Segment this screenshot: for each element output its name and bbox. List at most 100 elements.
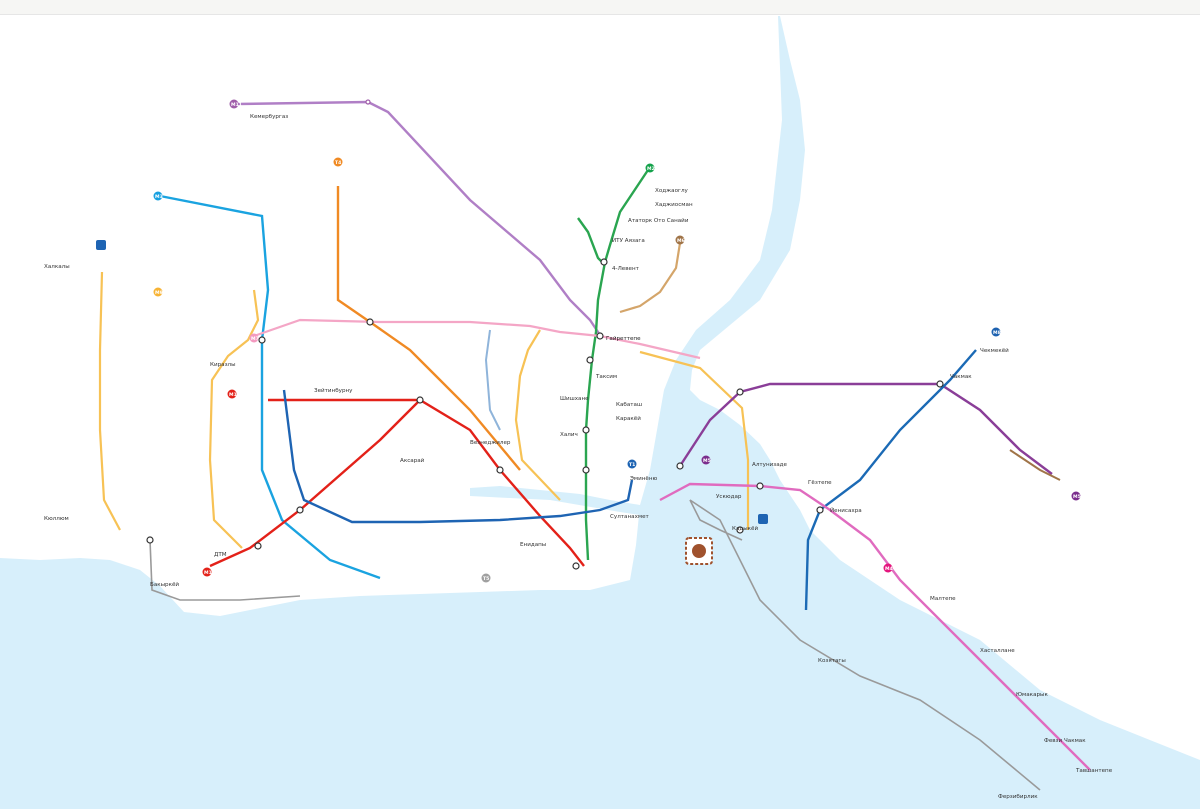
- line-badge-m1b[interactable]: M1: [202, 567, 212, 577]
- station-dot[interactable]: [756, 482, 764, 490]
- station-dot[interactable]: [416, 396, 424, 404]
- landmark-icon: [692, 544, 706, 558]
- station-dot[interactable]: [582, 426, 590, 434]
- svg-text:T5: T5: [483, 576, 489, 582]
- station-label: Таксим: [595, 374, 617, 380]
- station-dot[interactable]: [736, 526, 744, 534]
- station-label: Хасталлане: [980, 648, 1015, 654]
- station-label: Гайреттепе: [606, 335, 641, 342]
- line-badge-m4[interactable]: M4: [883, 563, 893, 573]
- station-label: Халич: [560, 432, 578, 438]
- station-labels: Кемербургаз Ходжаоглу Хаджиосман Ататорк…: [44, 114, 1113, 800]
- bosphorus-water: [0, 16, 1200, 809]
- line-t4[interactable]: [336, 186, 521, 471]
- station-dots[interactable]: [146, 99, 944, 570]
- station-dot[interactable]: [496, 466, 504, 474]
- metro-icon: [758, 514, 768, 524]
- station-dot[interactable]: [296, 506, 304, 514]
- line-marmaray-west[interactable]: [149, 539, 301, 601]
- station-label: Ататорк Ото Санайи: [628, 217, 689, 224]
- station-label: Малтепе: [930, 596, 956, 602]
- station-label: Ферзибирлик: [998, 794, 1038, 800]
- station-label: Кабаташ: [616, 402, 642, 408]
- line-m7[interactable]: [253, 318, 701, 360]
- station-label: Зейтинбурну: [314, 387, 353, 394]
- line-badge-m3[interactable]: M3: [153, 191, 163, 201]
- line-badge-m10[interactable]: M5: [1071, 491, 1081, 501]
- line-t5[interactable]: [484, 329, 501, 431]
- line-badge-m8[interactable]: M8: [991, 327, 1001, 337]
- line-t1[interactable]: [282, 389, 634, 524]
- line-badge-m9[interactable]: M9: [153, 287, 163, 297]
- station-dot[interactable]: [600, 258, 608, 266]
- browser-top-strip: [0, 0, 1200, 15]
- line-m6[interactable]: [619, 242, 682, 314]
- station-dot[interactable]: [365, 99, 371, 105]
- station-label: Кадыкёй: [732, 525, 759, 532]
- station-label: ДТМ: [214, 552, 227, 558]
- station-label: Киразлы: [210, 362, 236, 368]
- station-label: Аксарай: [400, 457, 425, 464]
- line-m5[interactable]: [678, 382, 1053, 475]
- station-dot[interactable]: [572, 562, 580, 570]
- station-dot[interactable]: [676, 462, 684, 470]
- line-badge-t4[interactable]: T4: [333, 157, 343, 167]
- line-badge-m7[interactable]: M7: [249, 333, 259, 343]
- svg-text:M5: M5: [1073, 494, 1081, 500]
- line-m9-east[interactable]: [514, 329, 561, 501]
- line-m2-branch[interactable]: [577, 217, 603, 263]
- line-marmaray-link[interactable]: [689, 499, 743, 541]
- station-label: Чакмак: [950, 374, 972, 380]
- station-dot[interactable]: [936, 380, 944, 388]
- line-badge-m6[interactable]: M6: [675, 235, 685, 245]
- line-badge-m1a[interactable]: M1: [227, 389, 237, 399]
- station-dot[interactable]: [596, 332, 604, 340]
- svg-text:M9: M9: [155, 290, 163, 296]
- station-label: Февзи Чакмак: [1044, 738, 1086, 744]
- line-m9[interactable]: [208, 289, 260, 549]
- svg-text:M7: M7: [251, 336, 259, 342]
- svg-text:M1: M1: [229, 392, 237, 398]
- svg-text:M2: M2: [647, 166, 655, 172]
- svg-text:T4: T4: [335, 160, 341, 166]
- station-dot[interactable]: [736, 388, 744, 396]
- station-label: Хаджиосман: [655, 202, 693, 208]
- station-label: Султанахмет: [610, 514, 650, 520]
- line-m11[interactable]: [237, 100, 601, 336]
- station-label: Халкалы: [44, 264, 70, 270]
- station-dot[interactable]: [816, 506, 824, 514]
- line-m2[interactable]: [584, 169, 649, 561]
- line-m9-west[interactable]: [98, 271, 121, 531]
- svg-text:M6: M6: [677, 238, 685, 244]
- station-label: Тавшантепе: [1075, 768, 1113, 774]
- station-dot[interactable]: [254, 542, 262, 550]
- svg-text:M4: M4: [885, 566, 893, 572]
- station-label: Козятагы: [818, 658, 846, 664]
- line-m4[interactable]: [659, 482, 1091, 771]
- station-dot[interactable]: [366, 318, 374, 326]
- line-badge-t1[interactable]: T1: [627, 459, 637, 469]
- line-m10[interactable]: [1009, 449, 1061, 481]
- line-badge-m2[interactable]: M2: [645, 163, 655, 173]
- station-dot[interactable]: [586, 356, 594, 364]
- line-badge-m11[interactable]: M11: [229, 99, 242, 109]
- line-m9-asia[interactable]: [639, 350, 750, 530]
- line-badge-t5[interactable]: T5: [481, 573, 491, 583]
- line-m3[interactable]: [159, 194, 381, 580]
- station-dot[interactable]: [582, 466, 590, 474]
- station-label: Чекмекёй: [980, 347, 1009, 354]
- station-label: Шишхане: [560, 396, 589, 402]
- station-label: Эминёню: [630, 476, 658, 482]
- line-m8[interactable]: [804, 349, 977, 611]
- svg-text:M3: M3: [155, 194, 163, 200]
- svg-text:M8: M8: [993, 330, 1001, 336]
- station-dot[interactable]: [146, 536, 154, 544]
- line-m1b[interactable]: [209, 399, 421, 568]
- station-dot[interactable]: [258, 336, 266, 344]
- station-label: Везнеджилер: [470, 440, 511, 446]
- svg-text:M5: M5: [703, 458, 711, 464]
- station-label: 4-Левент: [612, 266, 640, 272]
- svg-text:T1: T1: [629, 462, 635, 468]
- line-badge-m5[interactable]: M5: [701, 455, 711, 465]
